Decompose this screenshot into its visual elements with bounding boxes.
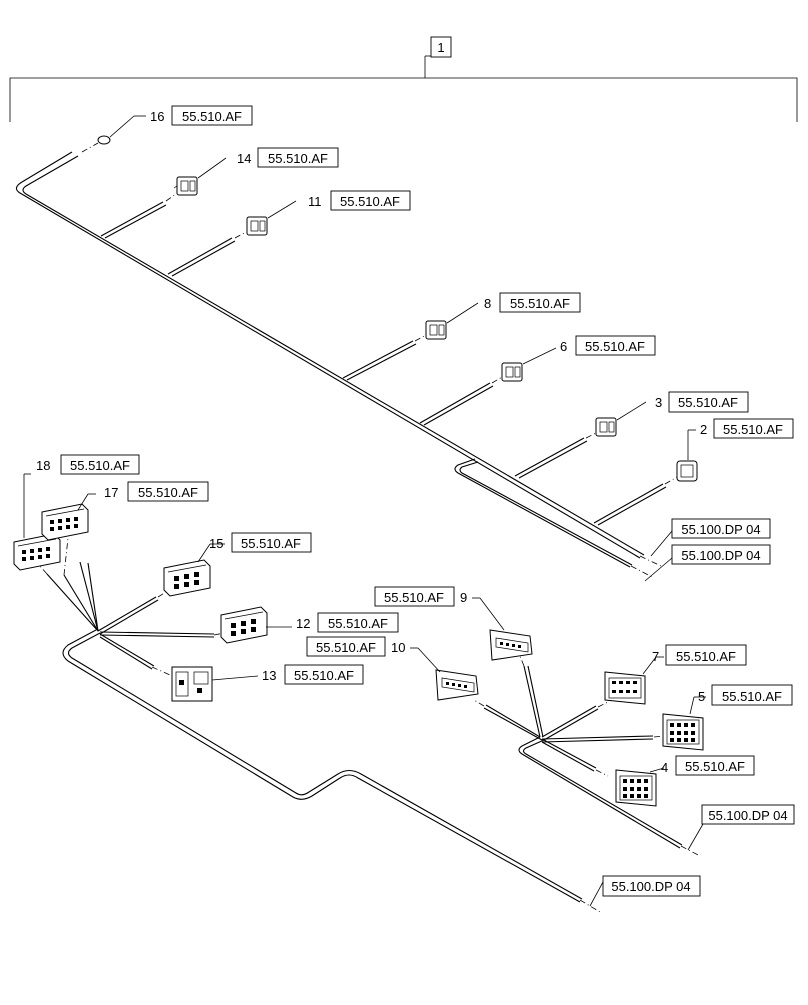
callout-16-item: 16 [150, 109, 164, 124]
lower-bottom-dash: 55.100.DP 04 [579, 875, 701, 913]
callout-16-ref: 55.510.AF [182, 109, 242, 124]
callout-6: 6 55.510.AF [560, 335, 656, 356]
callout-13-ref: 55.510.AF [294, 668, 354, 683]
upper-continuation-dashes [630, 530, 673, 582]
callout-9: 55.510.AF 9 [374, 586, 467, 607]
callout-5-ref: 55.510.AF [722, 689, 782, 704]
callout-14-ref: 55.510.AF [268, 151, 328, 166]
callout-18-ref: 55.510.AF [70, 458, 130, 473]
connector-7 [597, 656, 664, 708]
connector-14 [165, 157, 227, 202]
continuation-lower-bottom-label: 55.100.DP 04 [611, 879, 690, 894]
connector-11 [234, 200, 297, 239]
callout-17: 17 55.510.AF [104, 481, 209, 502]
callout-10: 55.510.AF 10 [306, 636, 405, 657]
callout-2-ref: 55.510.AF [723, 422, 783, 437]
callout-14: 14 55.510.AF [237, 147, 339, 168]
callout-4-item: 4 [661, 760, 668, 775]
callout-6-item: 6 [560, 339, 567, 354]
callout-15-ref: 55.510.AF [241, 536, 301, 551]
callout-2: 2 55.510.AF [700, 418, 794, 439]
callout-8-item: 8 [484, 296, 491, 311]
callout-10-ref: 55.510.AF [316, 640, 376, 655]
callout-15: 15 55.510.AF [209, 532, 312, 553]
connector-9 [472, 597, 533, 667]
callout-7-ref: 55.510.AF [676, 649, 736, 664]
callout-18: 18 55.510.AF [36, 454, 140, 475]
callout-12-item: 12 [296, 616, 310, 631]
connector-15 [157, 543, 225, 598]
callout-18-item: 18 [36, 458, 50, 473]
callout-13: 13 55.510.AF [262, 664, 364, 685]
callout-8-ref: 55.510.AF [510, 296, 570, 311]
connector-8 [414, 302, 479, 342]
connector-12 [213, 606, 292, 644]
callout-5-item: 5 [698, 689, 705, 704]
callout-4: 4 55.510.AF [661, 755, 755, 776]
continuation-lower-right-label: 55.100.DP 04 [708, 808, 787, 823]
callout-10-item: 10 [391, 640, 405, 655]
upper-branches [100, 201, 667, 526]
callout-11-ref: 55.510.AF [340, 194, 400, 209]
callout-7: 7 55.510.AF [652, 644, 747, 666]
callout-17-item: 17 [104, 485, 118, 500]
callout-16: 16 55.510.AF [150, 105, 253, 126]
callout-11: 11 55.510.AF [308, 190, 411, 211]
lower-right-harness: 55.100.DP 04 [483, 665, 795, 857]
callout-8: 8 55.510.AF [484, 292, 581, 313]
continuation-upper-b-label: 55.100.DP 04 [681, 548, 760, 563]
connector-13 [151, 666, 259, 702]
connector-6 [491, 347, 557, 384]
connector-4 [595, 767, 665, 807]
callout-7-item: 7 [652, 649, 659, 664]
assembly-item-box [430, 36, 452, 58]
connector-18 [13, 473, 61, 575]
connector-17 [41, 493, 96, 576]
connector-3 [585, 401, 647, 439]
callout-3-ref: 55.510.AF [678, 395, 738, 410]
callout-3-item: 3 [655, 395, 662, 410]
callout-6-ref: 55.510.AF [585, 339, 645, 354]
connector-2 [664, 429, 698, 485]
callout-9-item: 9 [460, 590, 467, 605]
ring-terminal-icon [97, 135, 111, 145]
connector-10 [410, 647, 485, 707]
callout-9-ref: 55.510.AF [384, 590, 444, 605]
lower-left-harness [46, 561, 583, 903]
continuation-upper-b: 55.100.DP 04 [671, 544, 771, 565]
upper-harness-trunk [15, 151, 645, 568]
callout-15-item: 15 [209, 536, 223, 551]
callout-3: 3 55.510.AF [655, 391, 749, 413]
callout-4-ref: 55.510.AF [685, 759, 745, 774]
connector-16 [81, 115, 146, 153]
callout-5: 5 55.510.AF [698, 684, 793, 706]
continuation-upper-a: 55.100.DP 04 [671, 518, 771, 539]
callout-13-item: 13 [262, 668, 276, 683]
assembly-bracket: 1 [9, 36, 798, 122]
callout-2-item: 2 [700, 422, 707, 437]
continuation-upper-a-label: 55.100.DP 04 [681, 522, 760, 537]
connector-5 [653, 696, 706, 751]
callout-12: 12 55.510.AF [296, 612, 399, 633]
callout-11-item: 11 [308, 194, 322, 209]
callout-17-ref: 55.510.AF [138, 485, 198, 500]
callout-14-item: 14 [237, 151, 251, 166]
assembly-item-number: 1 [437, 40, 444, 55]
callout-12-ref: 55.510.AF [328, 616, 388, 631]
